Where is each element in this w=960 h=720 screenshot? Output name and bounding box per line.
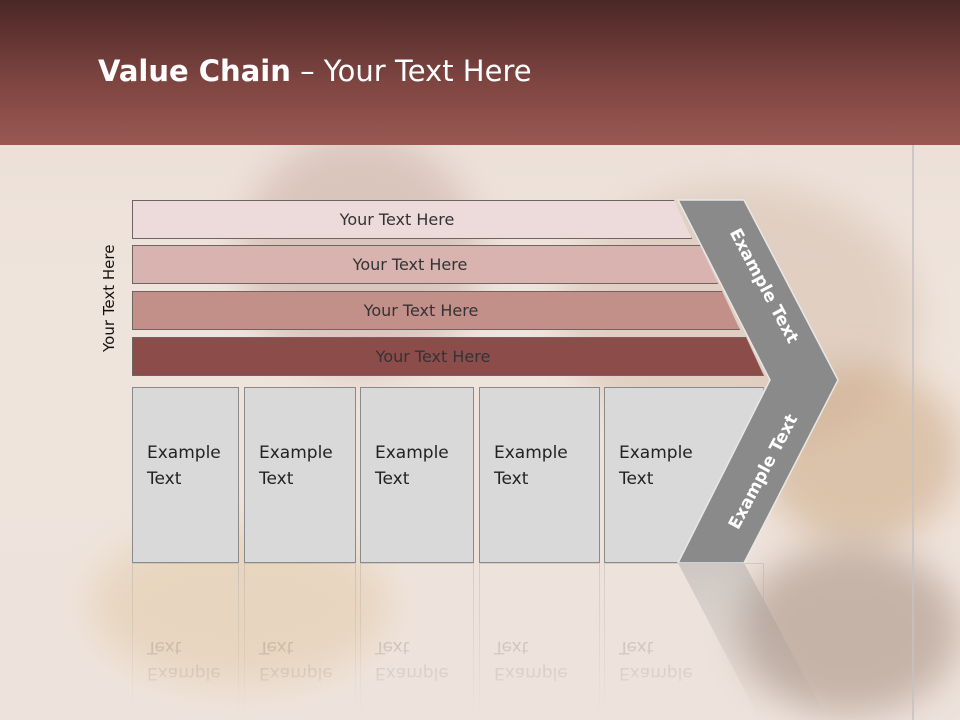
value-chain-row: Your Text Here: [132, 337, 764, 376]
page-title: Value Chain – Your Text Here: [98, 54, 532, 88]
value-chain-row: Your Text Here: [132, 200, 692, 239]
title-bar: Value Chain – Your Text Here: [0, 0, 960, 145]
value-chain-row: Your Text Here: [132, 291, 740, 330]
value-chain-row: Your Text Here: [132, 245, 718, 284]
